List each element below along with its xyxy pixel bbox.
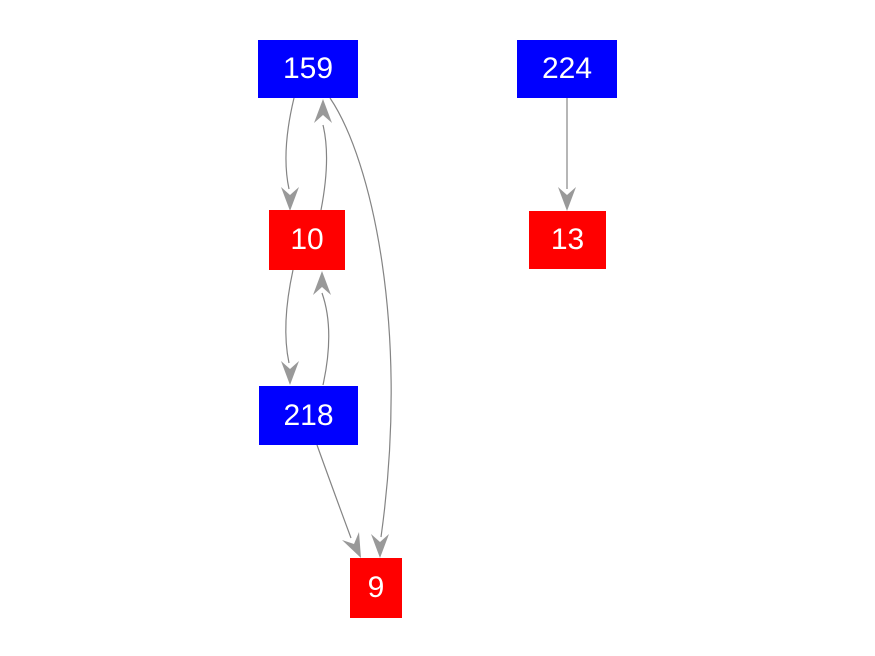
edge-line	[329, 97, 392, 538]
edge-line	[285, 269, 294, 364]
arrowhead-icon	[558, 187, 576, 211]
edge-10-to-159[interactable]	[314, 99, 332, 211]
node-13[interactable]: 13	[529, 211, 606, 269]
edge-line	[320, 124, 328, 211]
node-label: 224	[541, 52, 593, 85]
arrowhead-icon	[314, 99, 332, 123]
node-224[interactable]: 224	[517, 40, 617, 98]
edge-line	[285, 97, 295, 190]
node-label: 159	[282, 52, 334, 85]
edge-218-to-10[interactable]	[313, 271, 331, 386]
edge-224-to-13[interactable]	[558, 98, 576, 211]
edge-218-to-9[interactable]	[316, 444, 361, 558]
arrowhead-icon	[313, 271, 331, 295]
edge-line	[321, 292, 330, 386]
node-label: 218	[283, 398, 334, 432]
arrowhead-icon	[281, 187, 299, 211]
node-159[interactable]: 159	[258, 40, 358, 98]
node-label: 10	[290, 223, 324, 256]
arrowhead-icon	[342, 532, 361, 558]
node-label: 13	[550, 223, 585, 256]
edge-10-to-218[interactable]	[281, 269, 299, 385]
arrowhead-icon	[281, 361, 299, 385]
edge-159-to-9[interactable]	[329, 97, 392, 558]
arrowhead-icon	[371, 534, 389, 558]
edge-159-to-10[interactable]	[281, 97, 299, 211]
node-9[interactable]: 9	[350, 558, 402, 618]
edge-line	[316, 444, 352, 539]
node-10[interactable]: 10	[269, 210, 345, 270]
node-label: 9	[367, 571, 385, 604]
node-218[interactable]: 218	[259, 386, 358, 445]
